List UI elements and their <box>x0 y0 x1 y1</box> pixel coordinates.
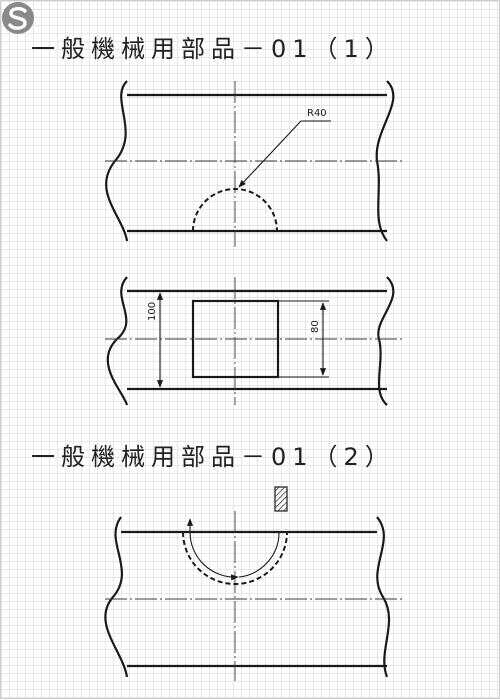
s-logo-icon <box>2 2 34 34</box>
figure-1-shaft: R40 <box>105 80 403 247</box>
break-line-left-3 <box>104 516 129 678</box>
break-line-right-2 <box>377 276 395 406</box>
section-title-1: 一般機械用部品－01（1） <box>31 35 395 63</box>
section-title-2: 一般機械用部品－01（2） <box>31 443 395 471</box>
radius-label: R40 <box>307 108 327 119</box>
hatched-tool-marker <box>274 486 288 512</box>
break-line-right-3 <box>376 516 391 678</box>
hidden-semicircle-cutout <box>192 188 278 232</box>
figure-3-shaft <box>104 486 403 681</box>
figure-2-shaft: 100 80 <box>105 276 403 406</box>
rotation-arrow <box>186 518 239 581</box>
square-pocket <box>191 299 280 379</box>
dimension-label-100: 100 <box>147 302 158 321</box>
rotation-arrow-return <box>238 531 280 578</box>
hidden-semicircle-groove <box>182 531 288 585</box>
dimension-label-80: 80 <box>310 320 321 333</box>
break-line-left-2 <box>106 276 129 406</box>
radius-leader-line <box>238 120 331 188</box>
